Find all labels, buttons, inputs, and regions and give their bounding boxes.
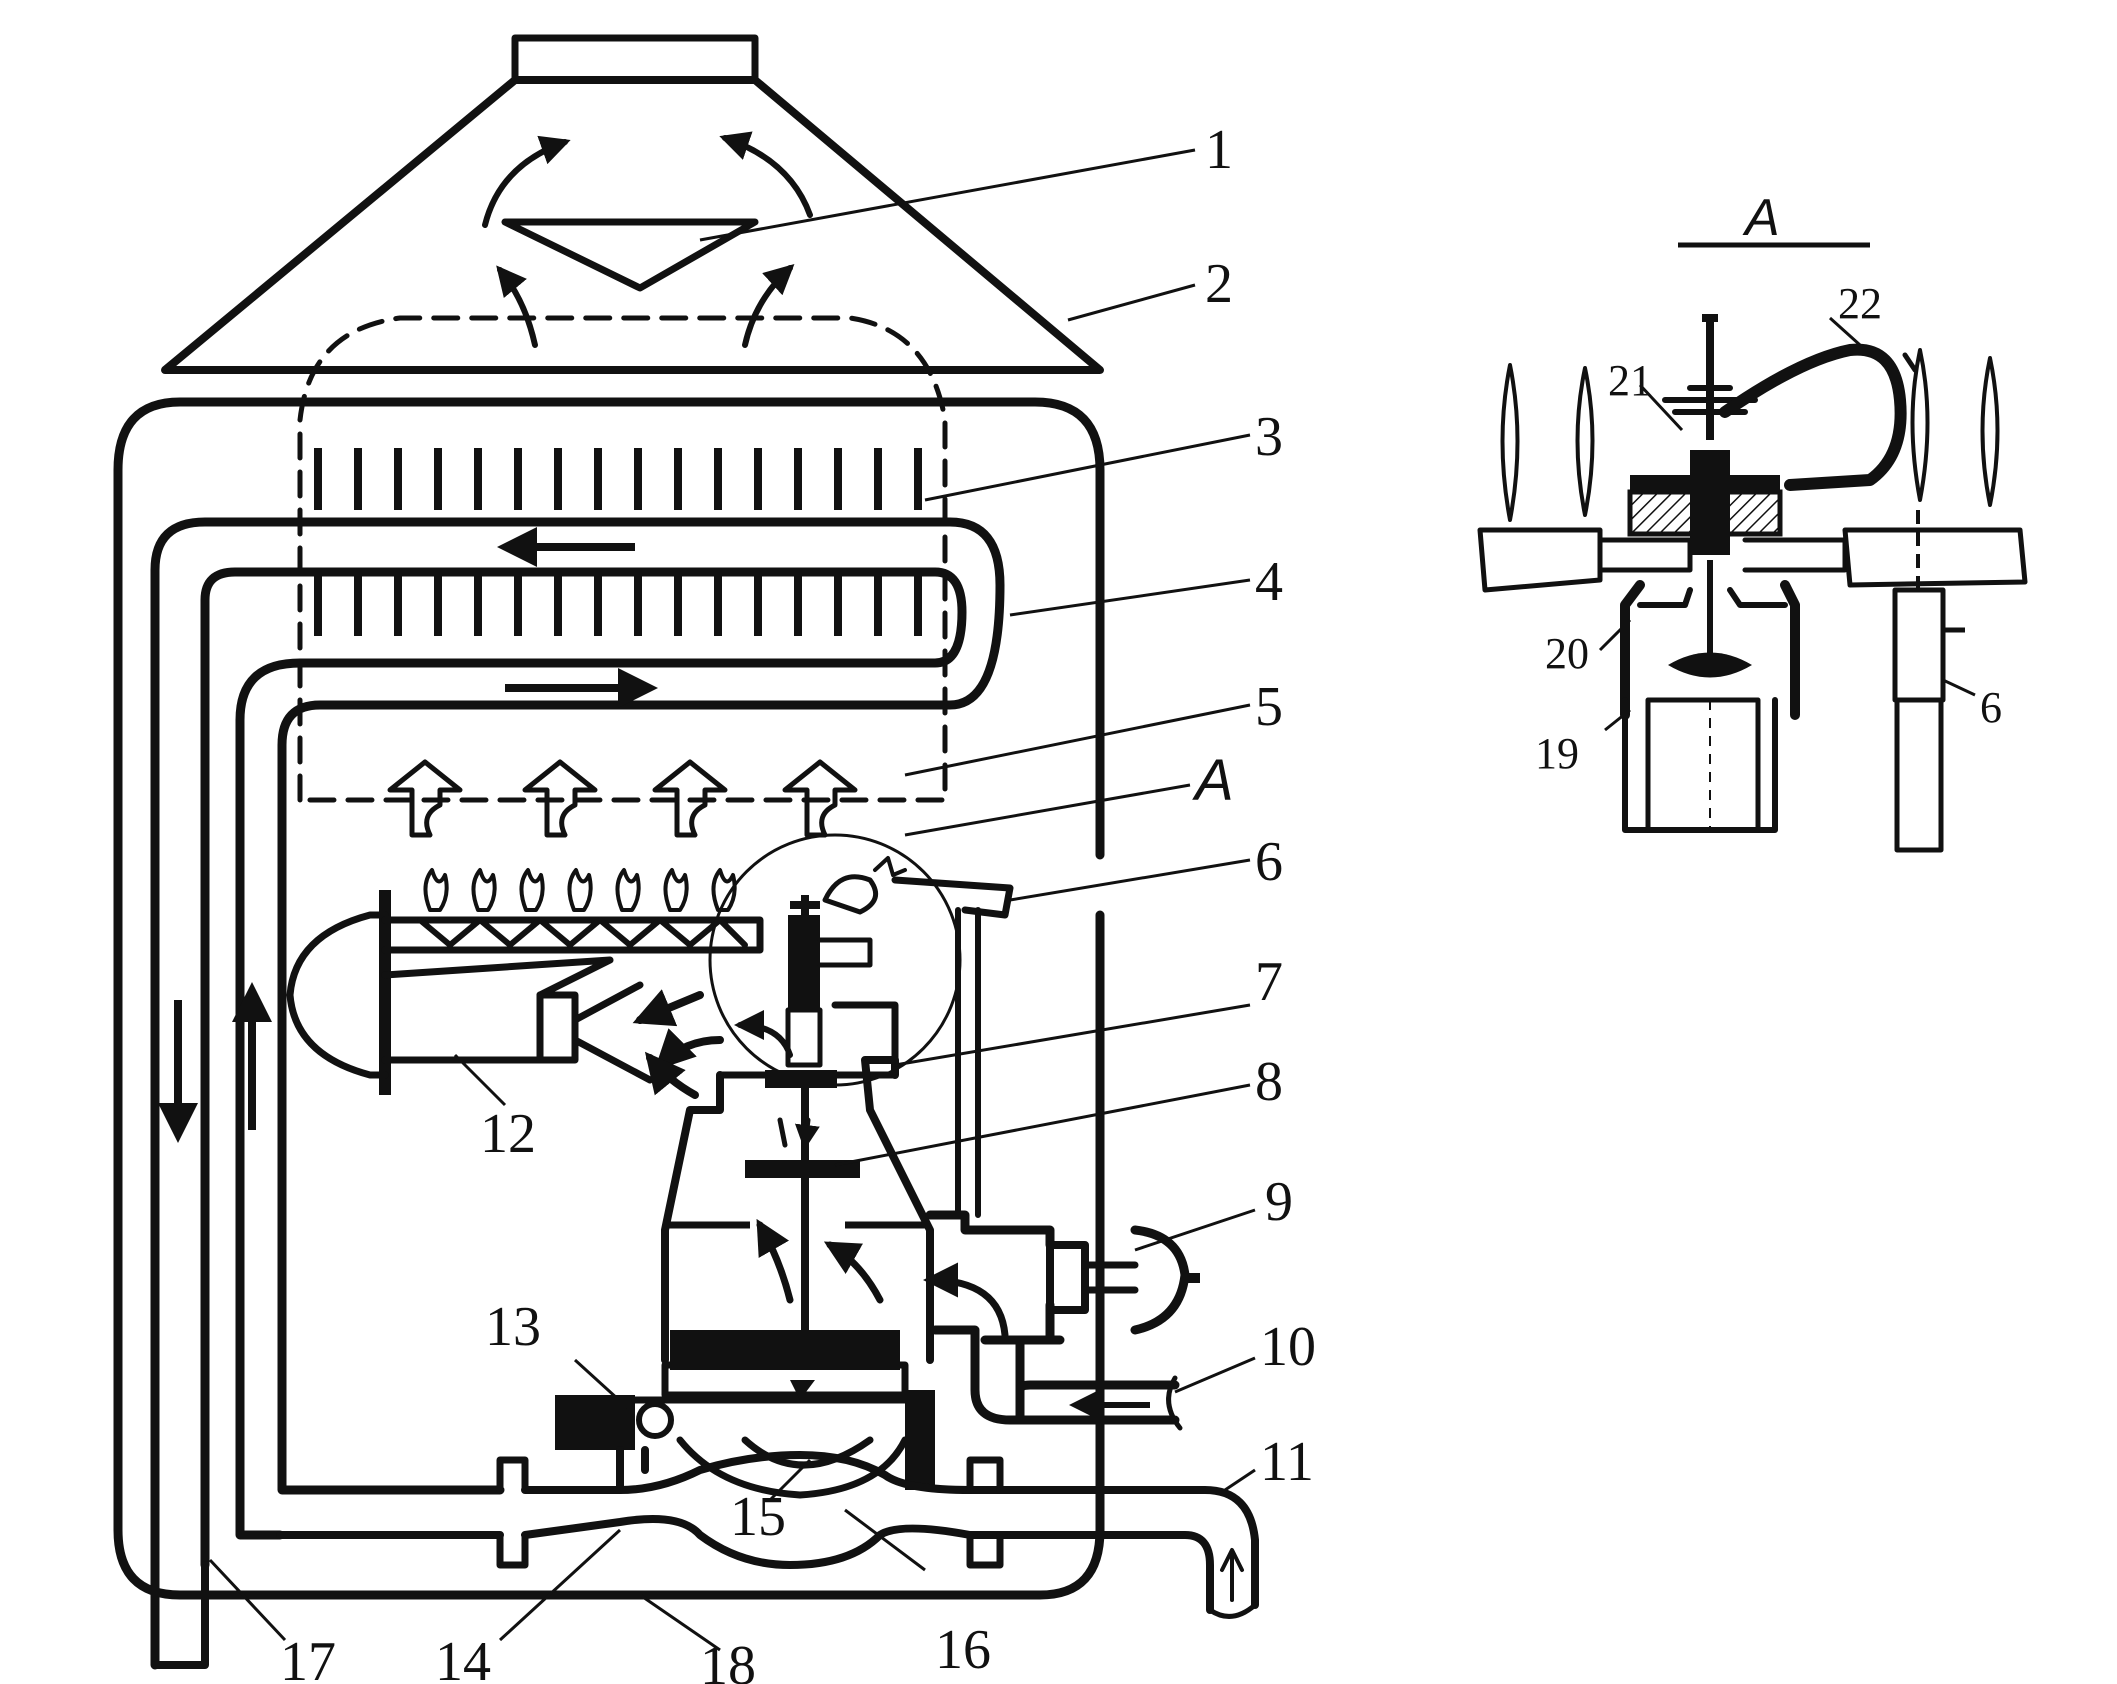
outer-casing (113, 397, 1105, 1600)
outlet-pipe (276, 1451, 1259, 1619)
gas-valve (661, 1001, 1009, 1399)
flue-hood (161, 34, 1104, 374)
water-valve (555, 1380, 935, 1499)
label-13: 13 (485, 1296, 541, 1358)
label-15: 15 (730, 1486, 786, 1548)
label-17: 17 (280, 1631, 336, 1684)
label-5: 5 (1255, 676, 1283, 738)
label-6: 6 (1255, 831, 1283, 893)
label-9: 9 (1265, 1171, 1293, 1233)
pilot-assembly (708, 833, 1014, 1218)
detail-label-22: 22 (1838, 279, 1882, 328)
label-18: 18 (700, 1635, 756, 1684)
leader-lines (208, 148, 1256, 1652)
detail-label-20: 20 (1545, 629, 1589, 678)
heat-rise-arrows (387, 759, 858, 838)
label-8: 8 (1255, 1051, 1283, 1113)
label-10: 10 (1260, 1316, 1316, 1378)
label-3: 3 (1255, 406, 1283, 468)
main-labels: 1 2 3 4 5 A 6 7 8 9 10 11 12 13 14 15 16… (280, 119, 1316, 1684)
label-16: 16 (935, 1619, 991, 1681)
detail-a: A (1477, 189, 2028, 853)
detail-label-19: 19 (1535, 729, 1579, 778)
detail-title: A (1742, 189, 1780, 247)
cold-water-inlet-pipe (930, 1325, 1183, 1431)
label-14: 14 (435, 1631, 491, 1684)
label-7: 7 (1255, 951, 1283, 1013)
label-2: 2 (1205, 253, 1233, 315)
label-11: 11 (1260, 1431, 1314, 1493)
label-1: 1 (1205, 119, 1233, 181)
label-4: 4 (1255, 551, 1283, 613)
detail-label-6: 6 (1980, 683, 2002, 732)
water-coil-tube (150, 517, 1005, 1670)
label-A: A (1192, 748, 1234, 813)
heat-exchanger-fins (314, 448, 922, 636)
water-flow-arrows (158, 527, 658, 1143)
main-burner (286, 890, 764, 1095)
combustion-chamber (297, 315, 948, 803)
burner-flames (423, 868, 737, 912)
flue-gas-arrows (482, 131, 813, 348)
label-12: 12 (480, 1103, 536, 1165)
detail-label-21: 21 (1608, 356, 1652, 405)
gas-inlet (925, 1210, 1200, 1425)
flue-baffle (501, 218, 759, 292)
